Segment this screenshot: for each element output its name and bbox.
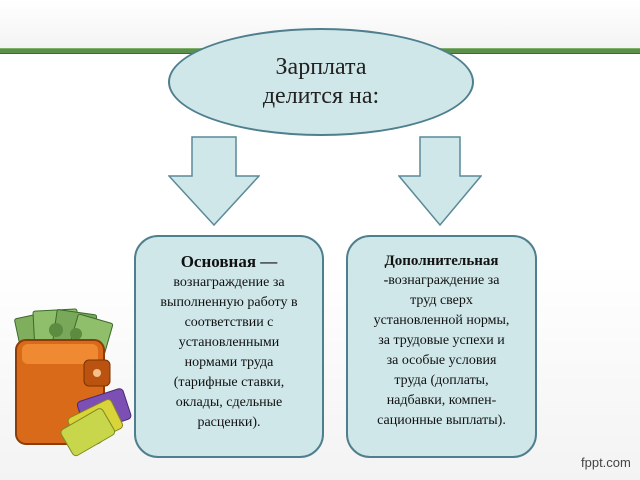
basic-line-7: оклады, сдельные	[175, 395, 283, 410]
additional-line-5: за особые условия	[386, 353, 497, 368]
basic-line-3: соответствии с	[184, 315, 274, 330]
left-down-arrow	[168, 136, 260, 226]
basic-line-2: выполненную работу в	[160, 295, 298, 310]
basic-line-5: нормами труда	[184, 355, 274, 370]
additional-line-3: установленной нормы,	[373, 313, 510, 328]
additional-line-8: сационные выплаты).	[377, 413, 506, 428]
additional-salary-box: Дополнительная -вознаграждение за труд с…	[346, 235, 537, 458]
wallet-with-money-icon	[14, 308, 132, 457]
basic-line-1: вознаграждение за	[173, 275, 285, 290]
basic-salary-heading: Основная —	[180, 252, 278, 271]
additional-line-7: надбавки, компен-	[386, 393, 497, 408]
additional-line-1: -вознаграждение за	[356, 271, 527, 291]
additional-line-1-text: вознаграждение за	[388, 273, 500, 288]
additional-lead-dash: -	[383, 273, 389, 288]
additional-salary-heading: Дополнительная	[384, 253, 499, 269]
basic-line-6: (тарифные ставки,	[173, 375, 285, 390]
additional-line-6: труда (доплаты,	[394, 373, 489, 388]
salary-oval: Зарплата делится на:	[168, 28, 474, 136]
additional-line-2: труд сверх	[410, 293, 473, 308]
oval-line-1: Зарплата	[275, 54, 367, 80]
fppt-logo: fppt.com	[581, 455, 631, 470]
additional-line-4: за трудовые успехи и	[378, 333, 505, 348]
right-down-arrow	[398, 136, 482, 226]
basic-line-4: установленными	[178, 335, 280, 350]
basic-salary-box: Основная — вознаграждение за выполненную…	[134, 235, 324, 458]
basic-line-8: расценки).	[197, 415, 261, 430]
oval-line-2: делится на:	[262, 83, 380, 109]
